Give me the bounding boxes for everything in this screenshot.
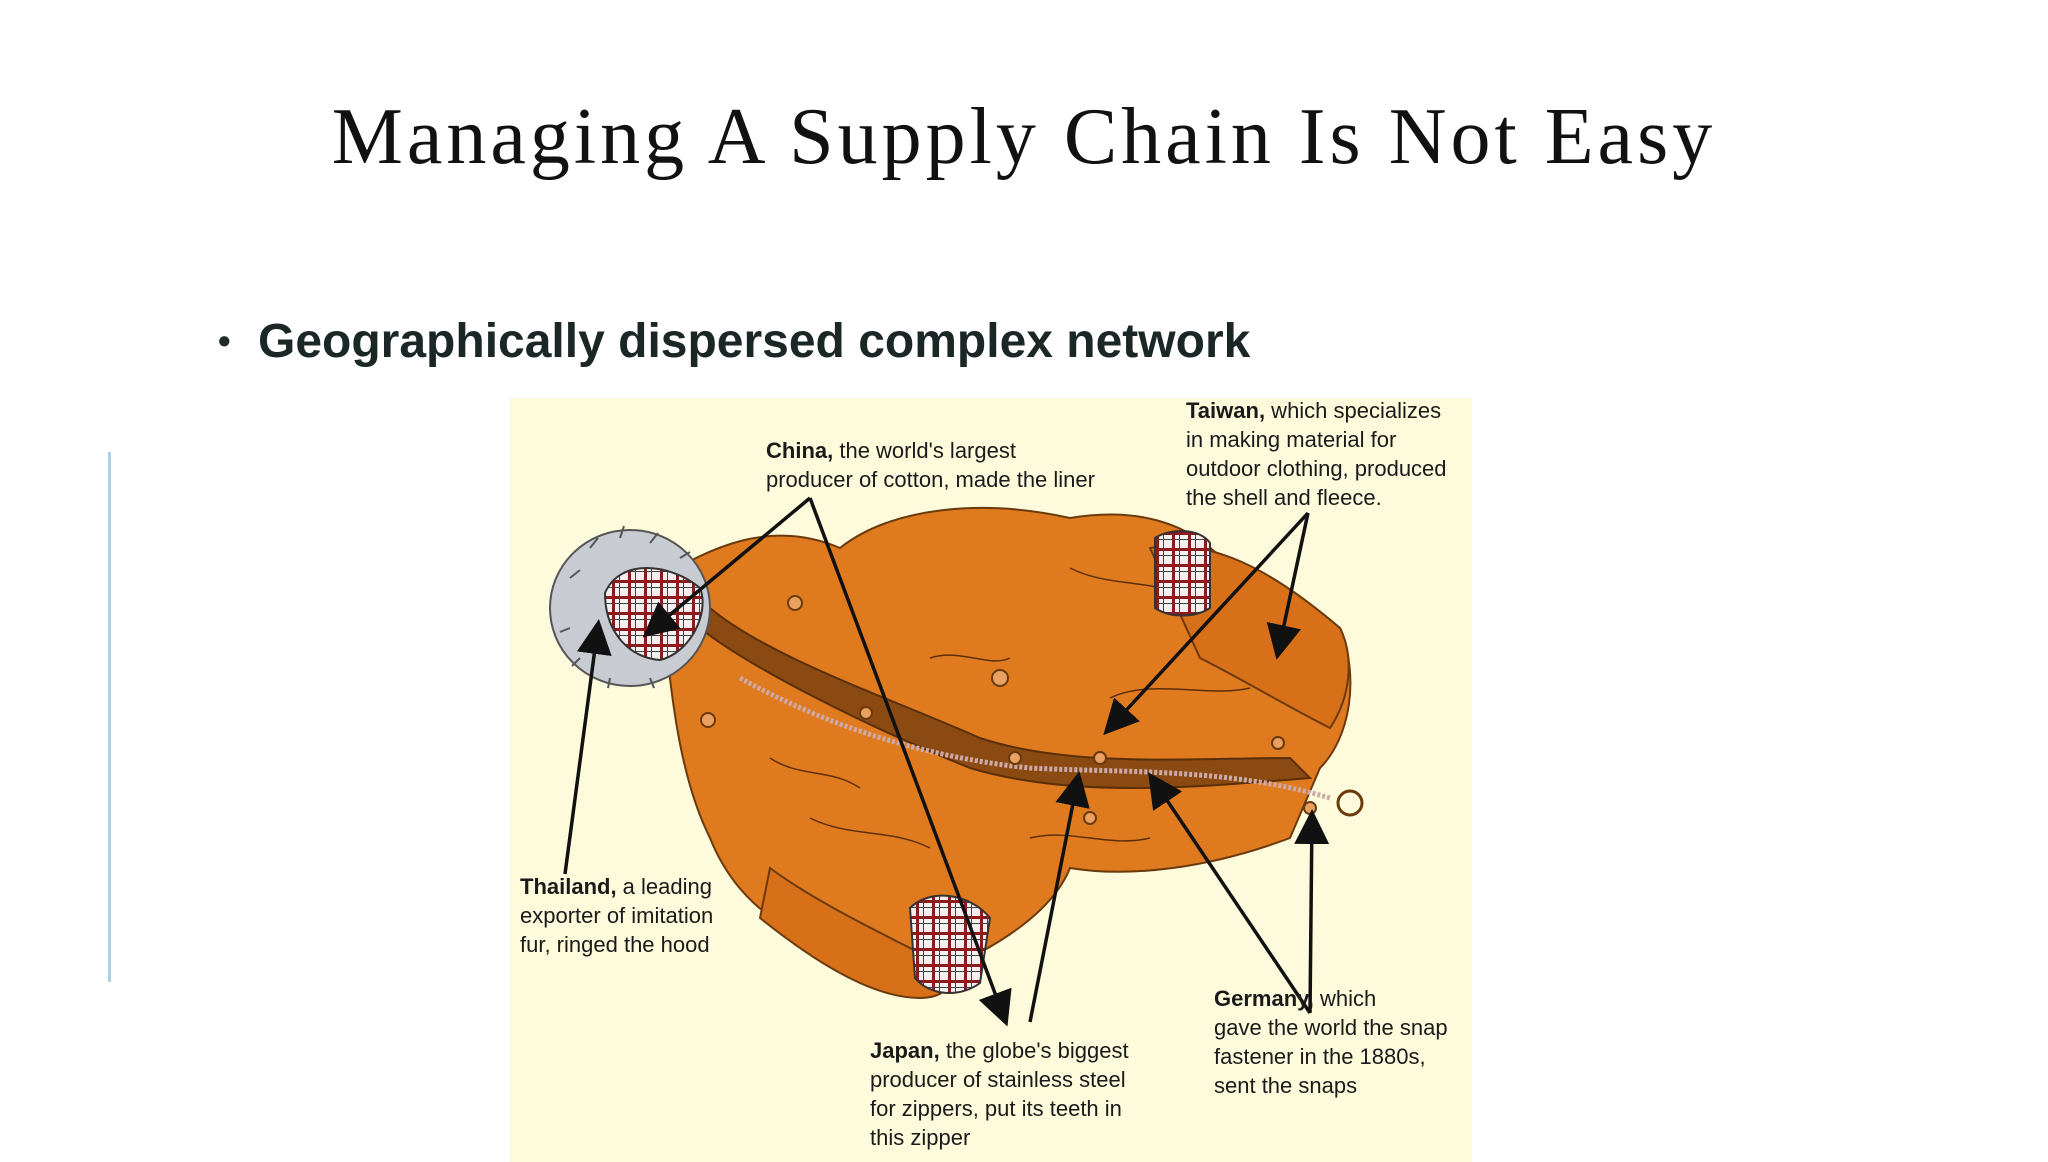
caption-japan-line-4: this zipper [870,1125,971,1150]
zipper [738,675,1331,801]
caption-thailand-line-1: Thailand, a leading [520,874,712,899]
caption-china-line-2: producer of cotton, made the liner [766,467,1095,492]
caption-thailand-line-2: exporter of imitation [520,903,714,928]
caption-japan-line-2: producer of stainless steel [870,1067,1126,1092]
caption-japan-line-1: Japan, the globe's biggest [870,1038,1129,1063]
arrow-japan [1028,771,1090,1023]
arrow-china-2 [808,497,1012,1027]
jacket-lining [698,606,1313,789]
arrow-taiwan-1 [1103,511,1310,736]
caption-taiwan: Taiwan, which specializes in making mate… [1186,398,1447,512]
caption-germany-line-3: fastener in the 1880s, [1214,1044,1426,1069]
caption-taiwan-line-2: in making material for [1186,427,1397,452]
cuff-left [908,894,992,995]
arrow-china-1 [642,496,812,638]
bullet-dot-icon: • [218,320,231,361]
caption-taiwan-line-1: Taiwan, which specializes [1186,398,1442,423]
supply-chain-figure: China, the world's largest producer of c… [510,398,1472,1162]
caption-china: China, the world's largest producer of c… [766,436,1095,494]
caption-taiwan-line-3: outdoor clothing, produced [1186,456,1447,481]
arrow-thailand [563,619,612,875]
caption-japan: Japan, the globe's biggest producer of s… [870,1036,1129,1152]
caption-germany-line-2: gave the world the snap [1214,1015,1448,1040]
bullet-item: • Geographically dispersed complex netwo… [218,306,1250,376]
accent-divider [108,452,111,982]
parka-illustration [549,496,1364,1027]
arrow-taiwan-2 [1266,512,1310,660]
caption-japan-line-3: for zippers, put its teeth in [870,1096,1122,1121]
caption-germany-line-4: sent the snaps [1214,1073,1358,1098]
arrow-germany-1 [1148,772,1312,1014]
caption-taiwan-line-4: the shell and fleece. [1186,485,1382,510]
caption-china-line-1: China, the world's largest [766,438,1016,463]
cuff-right [1154,530,1211,617]
arrow-germany-2 [1294,809,1330,1014]
caption-germany: Germany, which gave the world the snap f… [1214,984,1448,1100]
caption-thailand-line-3: fur, ringed the hood [520,932,710,957]
bullet-text: Geographically dispersed complex network [258,314,1251,368]
caption-thailand: Thailand, a leading exporter of imitatio… [520,872,713,959]
slide-title: Managing A Supply Chain Is Not Easy [331,93,1717,181]
caption-germany-line-1: Germany, which [1214,986,1377,1011]
